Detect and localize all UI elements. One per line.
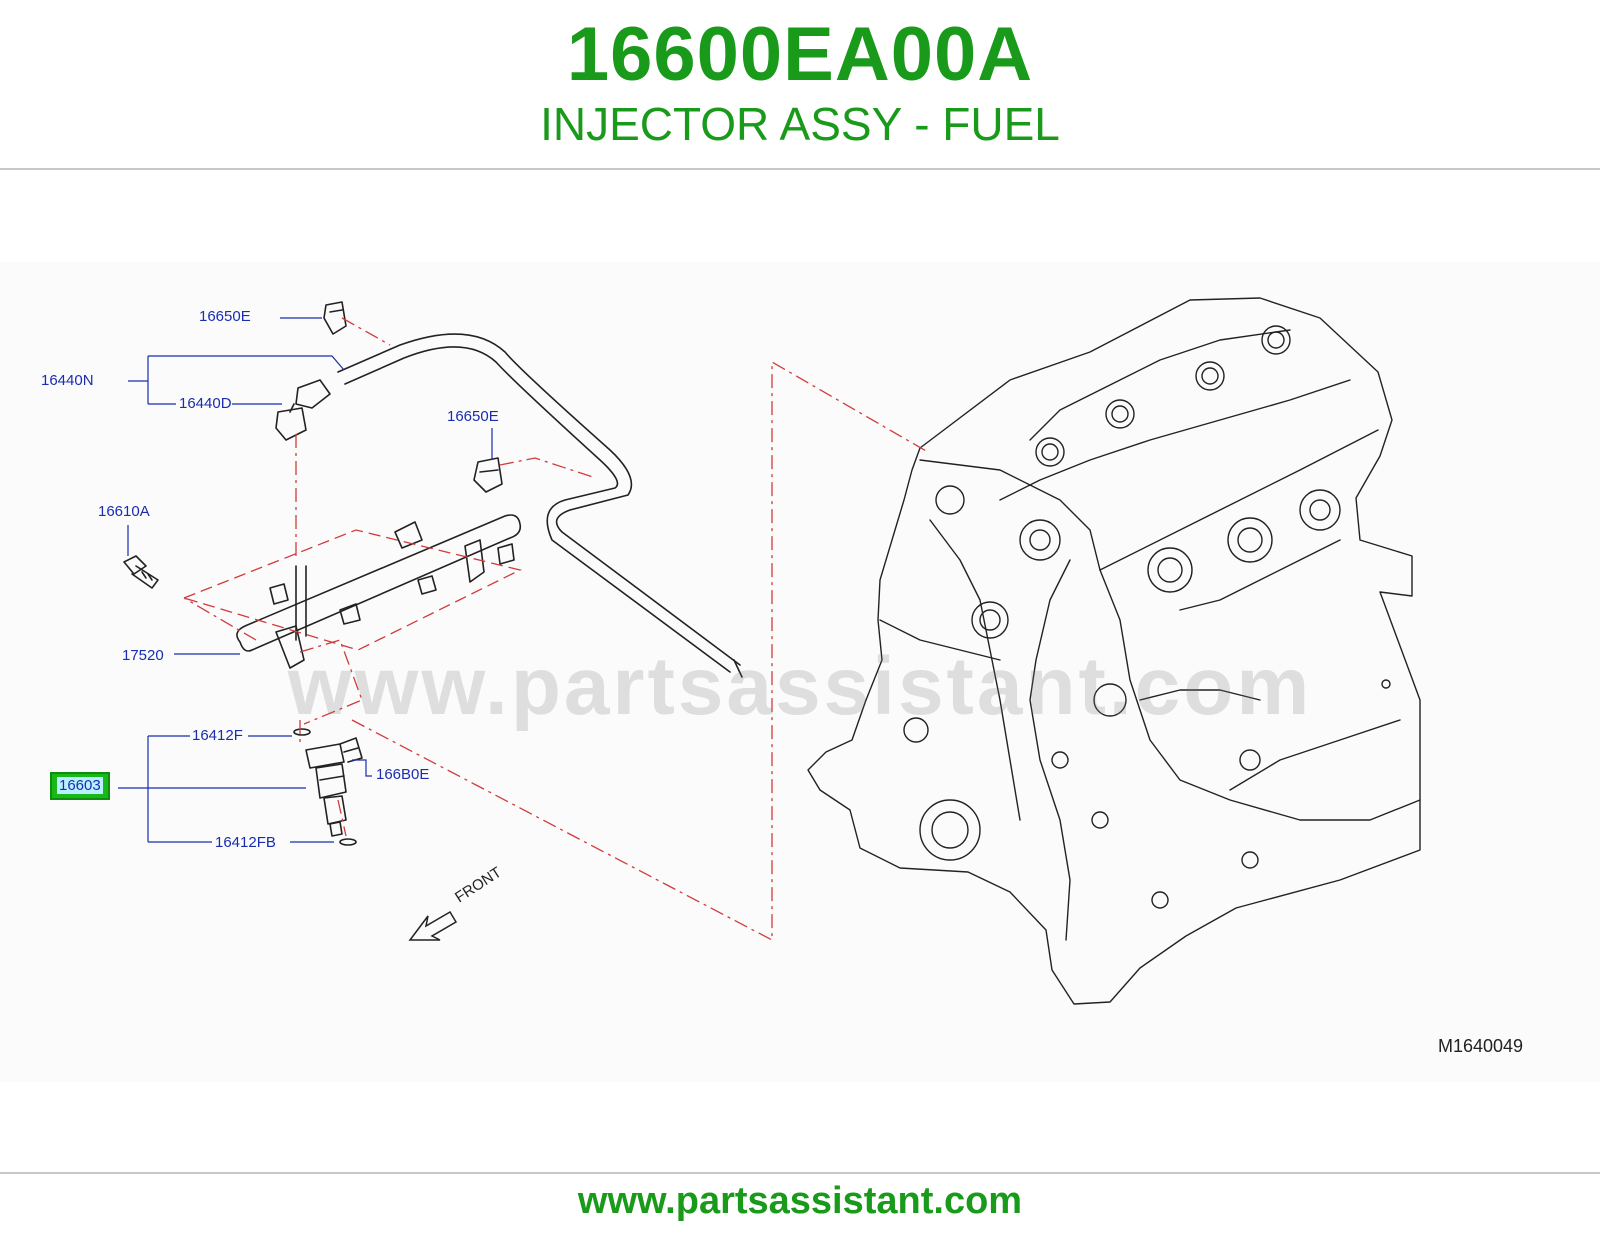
hose-clip-top-part bbox=[323, 301, 347, 335]
callout-16412FB[interactable]: 16412FB bbox=[215, 834, 276, 851]
diagram-code: M1640049 bbox=[1438, 1036, 1524, 1056]
header: 16600EA00A INJECTOR ASSY - FUEL bbox=[0, 0, 1600, 168]
part-number-title: 16600EA00A bbox=[566, 12, 1034, 97]
callout-17520[interactable]: 17520 bbox=[122, 647, 164, 664]
callout-16610A[interactable]: 16610A bbox=[98, 503, 150, 520]
callout-16650E-top[interactable]: 16650E bbox=[199, 308, 251, 325]
fuel-hose-part bbox=[337, 333, 743, 678]
diagram-background bbox=[0, 262, 1600, 1082]
bottom-divider bbox=[0, 1172, 1600, 1174]
footer-website-link[interactable]: www.partsassistant.com bbox=[577, 1180, 1023, 1222]
top-divider bbox=[0, 168, 1600, 170]
o-ring-top-part bbox=[293, 728, 311, 736]
watermark: www.partsassistant.com bbox=[287, 641, 1313, 732]
callout-166B0E[interactable]: 166B0E bbox=[376, 766, 430, 783]
callout-16412F[interactable]: 16412F bbox=[192, 727, 243, 744]
bolt-part bbox=[123, 555, 159, 589]
fuel-rail-part bbox=[236, 514, 522, 669]
o-ring-bottom-part bbox=[339, 838, 357, 846]
callout-16440D[interactable]: 16440D bbox=[179, 395, 232, 412]
quick-connector-part bbox=[275, 379, 331, 441]
hose-clip-middle-part bbox=[473, 457, 503, 493]
part-name-subtitle: INJECTOR ASSY - FUEL bbox=[540, 98, 1060, 150]
callout-16603-highlighted[interactable]: 16603 bbox=[50, 772, 110, 800]
fuel-injector-part bbox=[305, 743, 347, 837]
callout-16650E-middle[interactable]: 16650E bbox=[447, 408, 499, 425]
front-arrow-icon bbox=[408, 910, 458, 941]
callout-16440N[interactable]: 16440N bbox=[41, 372, 94, 389]
callout-16603-label: 16603 bbox=[57, 777, 103, 794]
engine-block-part bbox=[807, 297, 1421, 1005]
